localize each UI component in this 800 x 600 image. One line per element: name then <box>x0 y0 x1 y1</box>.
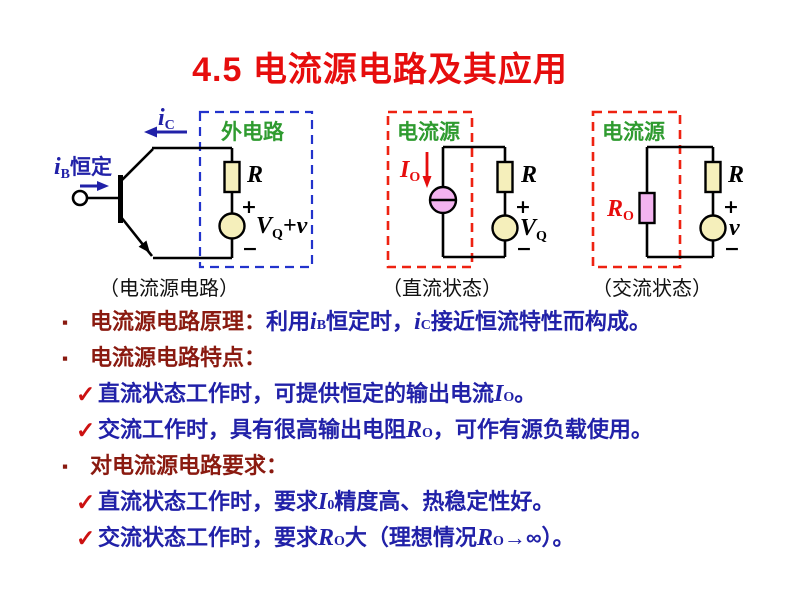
caption-dc-state: （直流状态） <box>382 278 502 300</box>
voltage-source <box>491 214 519 242</box>
check-icon: ✓ <box>76 381 96 407</box>
ib-label: iB恒定 <box>54 154 112 182</box>
resistor-R <box>223 160 241 194</box>
bullet-text: 直流状态工作时，可提供恒定的输出电流IO。 <box>98 381 537 407</box>
bullet-text: 交流状态工作时，要求RO大（理想情况RO→∞）。 <box>98 525 575 551</box>
source-label: VQ+v <box>256 213 308 242</box>
bullet-line: ✓直流状态工作时，要求I0精度高、热稳定性好。 <box>62 487 780 523</box>
bullet-line: ✓交流状态工作时，要求RO大（理想情况RO→∞）。 <box>62 523 780 559</box>
plus-sign: + <box>241 196 257 218</box>
bullet-text: 电流源电路特点： <box>90 345 267 370</box>
collector-wire <box>120 148 154 182</box>
ic-arrowhead-icon <box>144 126 157 138</box>
plus-sign: + <box>723 196 739 218</box>
check-icon: ✓ <box>76 417 96 443</box>
resistor-Ro <box>638 191 656 225</box>
input-terminal <box>71 189 89 207</box>
check-icon: ✓ <box>76 525 96 551</box>
io-label: IO <box>399 157 420 185</box>
plus-sign: + <box>515 196 531 218</box>
caption-ac-state: （交流状态） <box>592 278 712 300</box>
bullet-text: 直流状态工作时，要求I0精度高、热稳定性好。 <box>98 489 555 515</box>
bullet-text: 对电流源电路要求： <box>90 453 289 478</box>
io-arrowhead-icon <box>422 176 432 188</box>
current-source-box <box>591 110 682 269</box>
minus-sign: − <box>724 238 740 260</box>
voltage-source <box>218 212 246 240</box>
minus-sign: − <box>516 238 532 260</box>
source-label: VQ <box>520 215 547 244</box>
bullet-line: ▪ 对电流源电路要求： <box>62 451 780 487</box>
resistor-R <box>496 160 514 194</box>
bullet-text: 电流源电路原理：利用iB恒定时，iC接近恒流特性而构成。 <box>90 309 651 335</box>
bullet-square-icon: ▪ <box>62 313 69 332</box>
notes-list: ▪电流源电路原理：利用iB恒定时，iC接近恒流特性而构成。▪电流源电路特点：✓直… <box>62 307 780 559</box>
bullet-line: ▪ 电流源电路特点： <box>62 343 780 379</box>
ro-label: RO <box>606 196 634 224</box>
caption-current-source-circuit: （电流源电路） <box>99 278 239 300</box>
external-circuit-label: 外电路 <box>221 120 285 144</box>
check-icon: ✓ <box>76 489 96 515</box>
current-source-label: 电流源 <box>397 120 460 144</box>
ic-label: iC <box>158 105 175 133</box>
bullet-line: ✓交流工作时，具有很高输出电阻RO，可作有源负载使用。 <box>62 415 780 451</box>
bullet-line: ✓直流状态工作时，可提供恒定的输出电流IO。 <box>62 379 780 415</box>
bullet-square-icon: ▪ <box>62 349 69 368</box>
current-source-label: 电流源 <box>602 120 665 144</box>
source-label: v <box>729 215 740 241</box>
circuit-current-source: 外电路 iC iB恒定 R + − VQ+v <box>54 105 314 269</box>
circuit-ac-state: 电流源 RO R + − v <box>591 110 744 269</box>
transistor-base-bar <box>118 175 123 223</box>
r-label: R <box>520 162 537 188</box>
minus-sign: − <box>242 238 258 260</box>
voltage-source <box>699 214 727 242</box>
page-title: 4.5 电流源电路及其应用 <box>192 51 568 89</box>
external-circuit-box <box>198 110 314 269</box>
emitter-arrow-icon <box>138 240 150 253</box>
circuit-dc-state: 电流源 IO R + − VQ <box>386 110 547 269</box>
bullet-square-icon: ▪ <box>62 457 69 476</box>
ib-arrowhead-icon <box>97 181 109 191</box>
bullet-line: ▪ 电流源电路原理：利用iB恒定时，iC接近恒流特性而构成。 <box>62 307 780 343</box>
bullet-text: 交流工作时，具有很高输出电阻RO，可作有源负载使用。 <box>98 417 653 443</box>
r-label: R <box>727 162 744 188</box>
resistor-R <box>704 160 722 194</box>
r-label: R <box>246 162 263 188</box>
